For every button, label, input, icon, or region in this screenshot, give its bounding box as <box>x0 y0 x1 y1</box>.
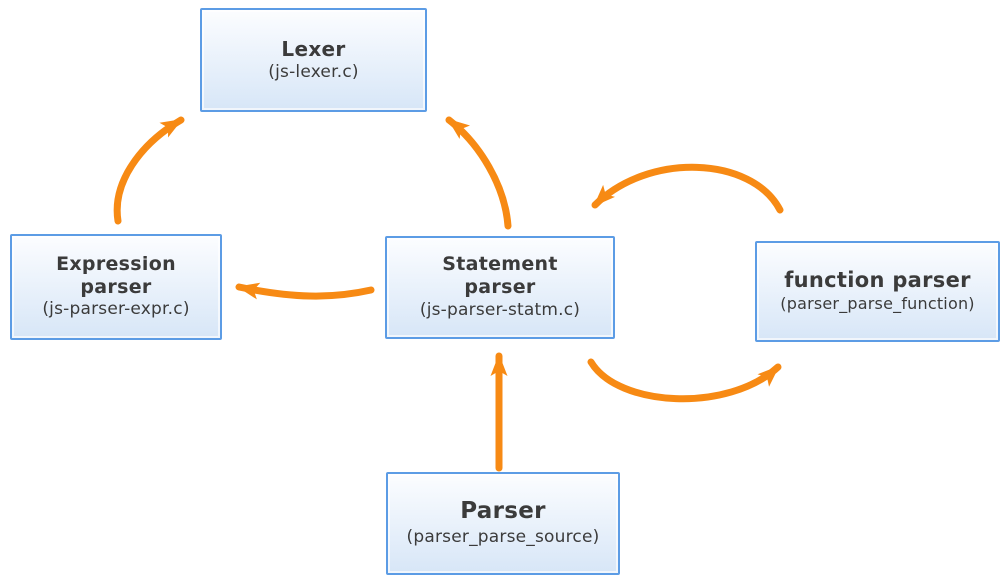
node-statement-parser-subtitle: (js-parser-statm.c) <box>419 299 581 320</box>
node-parser: Parser (parser_parse_source) <box>386 472 620 575</box>
node-function-parser-subtitle: (parser_parse_function) <box>780 294 975 314</box>
arrow-statement-parser-to-expression-parser <box>235 282 375 300</box>
node-expression-parser-title: Expression parser <box>56 252 176 298</box>
arrow-statement-parser-to-function-parser <box>587 358 782 403</box>
arrow-statement-parser-to-lexer <box>445 116 512 230</box>
node-parser-title: Parser <box>460 498 546 525</box>
node-expression-parser: Expression parser (js-parser-expr.c) <box>10 234 222 340</box>
node-function-parser: function parser (parser_parse_function) <box>755 241 1000 342</box>
arrow-expression-parser-to-lexer <box>113 116 185 225</box>
node-expression-parser-subtitle: (js-parser-expr.c) <box>42 299 190 320</box>
node-parser-subtitle: (parser_parse_source) <box>406 526 600 547</box>
node-lexer-title: Lexer <box>281 36 346 61</box>
arrow-function-parser-to-statement-parser <box>591 163 784 214</box>
node-statement-parser: Statement parser (js-parser-statm.c) <box>385 236 615 339</box>
node-lexer: Lexer (js-lexer.c) <box>200 8 427 112</box>
node-function-parser-title: function parser <box>784 268 971 293</box>
node-lexer-subtitle: (js-lexer.c) <box>268 61 359 82</box>
node-statement-parser-title: Statement parser <box>442 253 558 299</box>
